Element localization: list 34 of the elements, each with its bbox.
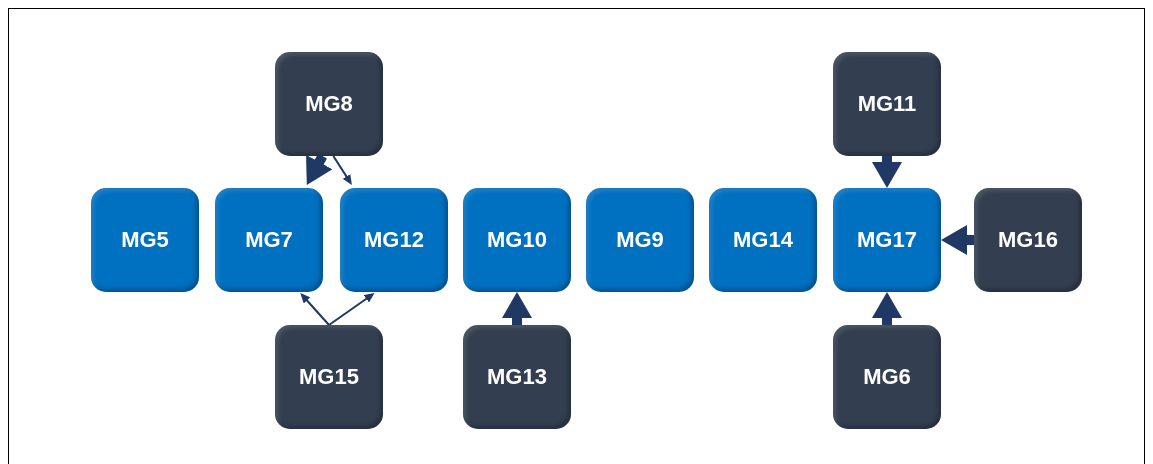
box-label: MG11	[857, 91, 917, 117]
process-box	[974, 188, 1082, 292]
box-label: MG12	[364, 227, 424, 253]
process-box	[463, 325, 571, 429]
process-box	[833, 325, 941, 429]
process-box	[586, 188, 694, 292]
process-box	[215, 188, 323, 292]
box-label: MG17	[857, 227, 917, 253]
process-box	[275, 52, 383, 156]
arrow	[502, 292, 532, 325]
box-label: MG13	[487, 364, 547, 390]
process-box	[833, 52, 941, 156]
box-label: MG9	[616, 227, 664, 253]
arrow	[332, 155, 352, 185]
process-box	[340, 188, 448, 292]
box-label: MG5	[121, 227, 169, 253]
box-label: MG7	[245, 227, 293, 253]
box-label: MG15	[299, 364, 359, 390]
box-label: MG16	[998, 227, 1058, 253]
box-label: MG14	[733, 227, 793, 253]
process-box	[91, 188, 199, 292]
arrow	[300, 293, 330, 326]
arrow	[872, 156, 902, 188]
process-box	[463, 188, 571, 292]
arrow	[328, 293, 375, 326]
box-label: MG8	[305, 91, 353, 117]
process-box	[709, 188, 817, 292]
process-box	[275, 325, 383, 429]
arrow	[306, 153, 333, 185]
box-label: MG6	[863, 364, 911, 390]
arrow	[941, 225, 974, 255]
box-label: MG10	[487, 227, 547, 253]
process-box	[833, 188, 941, 292]
arrow	[872, 292, 902, 325]
